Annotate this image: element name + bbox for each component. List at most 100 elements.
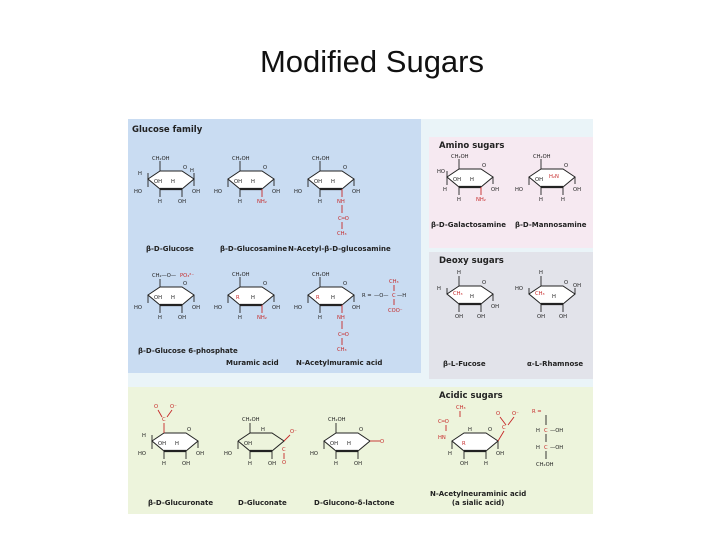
svg-text:H: H (468, 427, 472, 433)
caption-d-gluconate: D-Gluconate (238, 499, 287, 507)
svg-text:O: O (496, 411, 500, 417)
svg-text:H: H (448, 451, 452, 457)
svg-text:O: O (183, 281, 187, 287)
svg-text:O: O (482, 163, 486, 169)
svg-text:OH: OH (537, 314, 545, 320)
svg-text:OH: OH (453, 177, 461, 183)
n-acetylneuraminic-acid-structure: CH₃ C═O HN H R O C O O⁻ OH H OH H (438, 405, 519, 467)
caption-beta-d-glucosamine: β-D-Glucosamine (220, 245, 288, 253)
svg-text:CH₃: CH₃ (337, 347, 347, 353)
svg-text:CH₃: CH₃ (389, 279, 399, 285)
caption-beta-d-glucose: β-D-Glucose (146, 245, 194, 253)
svg-text:OH: OH (158, 441, 166, 447)
svg-text:R =: R = (532, 409, 542, 415)
svg-text:OH: OH (154, 179, 162, 185)
svg-text:C: C (544, 428, 548, 434)
svg-text:CH₃: CH₃ (456, 405, 466, 411)
svg-text:O⁻: O⁻ (512, 411, 519, 417)
amino-sugars-title: Amino sugars (439, 141, 505, 151)
svg-text:OH: OH (182, 461, 190, 467)
svg-text:H₂N: H₂N (549, 174, 559, 180)
svg-text:OH: OH (178, 315, 186, 321)
svg-text:O: O (263, 281, 267, 287)
svg-text:OH: OH (234, 179, 242, 185)
svg-text:H: H (470, 177, 474, 183)
deoxy-sugars-title: Deoxy sugars (439, 256, 504, 266)
svg-text:H: H (158, 199, 162, 205)
svg-text:H: H (539, 197, 543, 203)
svg-text:H: H (175, 441, 179, 447)
svg-text:H: H (158, 315, 162, 321)
svg-text:CH₂OH: CH₂OH (536, 462, 554, 468)
caption-n-acetylneuraminic-acid-line2: (a sialic acid) (451, 499, 505, 507)
caption-muramic-acid: Muramic acid (226, 359, 279, 367)
r-group-lactyl-structure: R = —O— C —H CH₃ COO⁻ (362, 279, 406, 314)
svg-text:R: R (316, 295, 320, 301)
svg-text:HO: HO (224, 451, 232, 457)
acidic-sugars-title: Acidic sugars (439, 391, 503, 401)
caption-glucose-6-phosphate: β-D-Glucose 6-phosphate (138, 347, 238, 356)
svg-text:CH₂OH: CH₂OH (451, 154, 469, 160)
slide-title: Modified Sugars (259, 44, 484, 79)
svg-text:CH₃: CH₃ (535, 291, 545, 297)
svg-text:H: H (552, 294, 556, 300)
svg-text:OH: OH (272, 189, 280, 195)
svg-text:O: O (282, 460, 286, 466)
svg-text:HO: HO (437, 169, 445, 175)
svg-text:H: H (536, 445, 540, 451)
svg-text:OH: OH (196, 451, 204, 457)
svg-text:CH₂OH: CH₂OH (152, 156, 170, 162)
svg-text:H: H (331, 179, 335, 185)
svg-text:CH₂OH: CH₂OH (312, 272, 330, 278)
svg-text:O: O (187, 427, 191, 433)
svg-text:C═O: C═O (438, 419, 449, 425)
svg-text:NH₂: NH₂ (257, 199, 267, 205)
svg-text:H: H (190, 168, 194, 174)
svg-text:—OH: —OH (550, 445, 563, 451)
svg-text:R =: R = (362, 293, 372, 299)
svg-text:HO: HO (294, 189, 302, 195)
svg-text:H: H (539, 270, 543, 276)
svg-text:H: H (334, 461, 338, 467)
svg-text:H: H (331, 295, 335, 301)
svg-text:H: H (238, 199, 242, 205)
caption-n-acetylneuraminic-acid-line1: N-Acetylneuraminic acid (430, 490, 527, 498)
svg-text:H: H (470, 294, 474, 300)
svg-text:H: H (138, 171, 142, 177)
svg-text:O⁻: O⁻ (290, 429, 297, 435)
svg-text:H: H (457, 270, 461, 276)
svg-text:OH: OH (268, 461, 276, 467)
svg-text:OH: OH (352, 189, 360, 195)
svg-text:R: R (462, 441, 466, 447)
caption-beta-d-mannosamine: β-D-Mannosamine (515, 221, 587, 229)
svg-text:—H: —H (397, 293, 406, 299)
svg-text:NH: NH (337, 199, 345, 205)
svg-text:O: O (183, 165, 187, 171)
svg-text:H: H (318, 199, 322, 205)
d-gluconate-structure: CH₂OH H O⁻ C O HO OH H OH (224, 417, 297, 467)
svg-text:OH: OH (192, 305, 200, 311)
svg-text:OH: OH (314, 179, 322, 185)
svg-text:C═O: C═O (338, 332, 349, 338)
svg-text:OH: OH (192, 189, 200, 195)
svg-text:H: H (162, 461, 166, 467)
svg-text:H: H (142, 433, 146, 439)
svg-text:O: O (564, 280, 568, 286)
svg-text:—OH: —OH (550, 428, 563, 434)
svg-text:OH: OH (559, 314, 567, 320)
svg-text:OH: OH (491, 187, 499, 193)
svg-text:H: H (171, 179, 175, 185)
caption-glucose-6-phosphate-text: β-D-Glucose 6-phosphate (138, 347, 238, 355)
svg-text:O: O (343, 281, 347, 287)
